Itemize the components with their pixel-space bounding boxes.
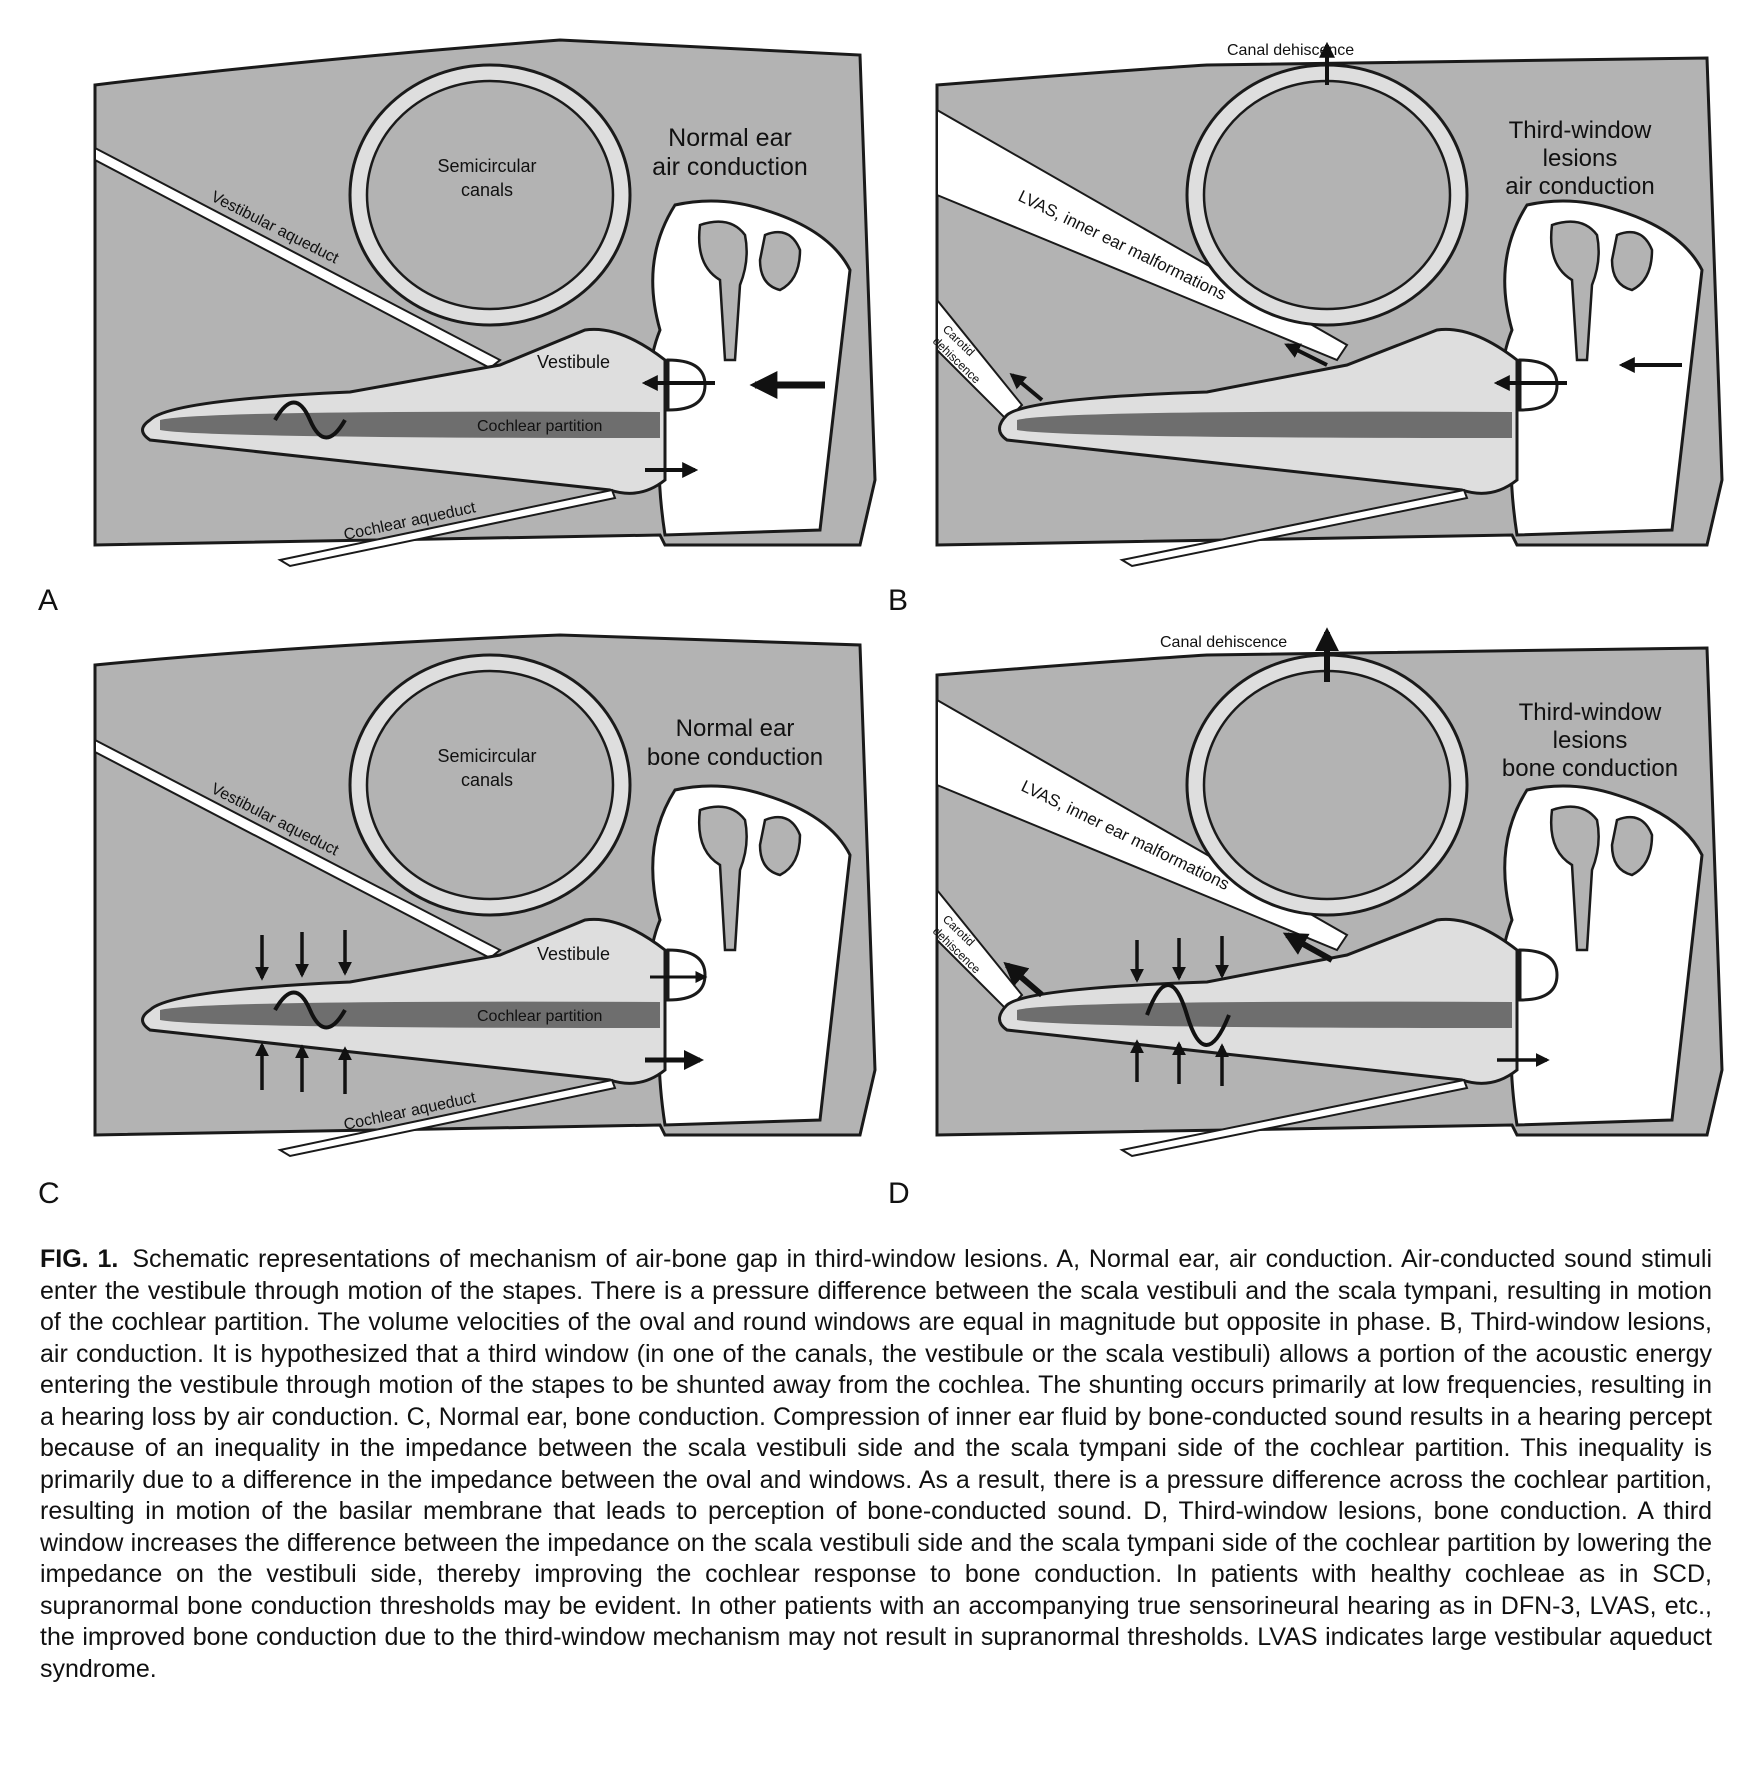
cochlear-partition <box>160 411 660 438</box>
cochlear-partition <box>160 1001 660 1028</box>
sound-wave-icon <box>273 990 347 1030</box>
ossicle-incus <box>758 230 802 292</box>
lvas-arrow-icon <box>1284 343 1328 367</box>
panel-title-line3: air conduction <box>1505 173 1654 200</box>
semicircular-label-2: canals <box>461 180 513 200</box>
ossicle-malleus <box>698 220 748 362</box>
ossicle-malleus <box>1550 220 1600 362</box>
stapes <box>666 948 707 1002</box>
canal-dehiscence-label: Canal dehiscence <box>1160 634 1287 651</box>
panel-d-diagram: Canal dehiscence Third-window lesions bo… <box>930 627 1724 1158</box>
vestibule-cochlea-fluid <box>141 327 667 495</box>
cochlear-aqueduct <box>1119 1078 1469 1158</box>
panel-title-line1: Third-window <box>1509 117 1652 144</box>
panel-c: Semicircular canals Normal ear bone cond… <box>0 620 877 1230</box>
ossicle-incus <box>1610 230 1654 292</box>
sound-wave-icon <box>1145 983 1231 1047</box>
ossicle-malleus <box>1550 805 1600 952</box>
compression-arrows-bottom <box>1130 1039 1229 1086</box>
vestibule-label: Vestibule <box>537 944 610 964</box>
figure-label: FIG. 1. <box>40 1245 119 1273</box>
panel-d: Canal dehiscence Third-window lesions bo… <box>877 620 1754 1230</box>
lvas-arrow-icon <box>1282 932 1334 963</box>
semicircular-canal-inner <box>365 669 615 901</box>
panel-b-diagram: Canal dehiscence Third-window lesions ai… <box>930 41 1724 568</box>
vestibule-cochlea-fluid <box>998 327 1519 495</box>
cochlear-partition <box>1017 1001 1512 1028</box>
panel-letter-c: C <box>38 1177 60 1210</box>
vestibule-cochlea-fluid <box>141 917 667 1085</box>
panel-title-line2: lesions <box>1553 727 1628 754</box>
panel-b: Canal dehiscence Third-window lesions ai… <box>877 0 1754 620</box>
figure-caption: FIG. 1.Schematic representations of mech… <box>40 1244 1712 1685</box>
cochlear-partition-label: Cochlear partition <box>477 1008 602 1025</box>
stapes <box>1518 948 1559 1002</box>
panel-title-line2: bone conduction <box>647 744 823 771</box>
vestibule-cochlea-fluid <box>998 917 1519 1085</box>
cochlear-partition-label: Cochlear partition <box>477 418 602 435</box>
panel-a: Semicircular canals Normal ear air condu… <box>0 0 877 620</box>
carotid-arrow-icon <box>1003 961 1044 998</box>
cochlear-aqueduct <box>277 1078 617 1158</box>
carotid-arrow-icon <box>1009 372 1044 402</box>
cochlear-partition <box>1017 411 1512 438</box>
ossicle-incus <box>758 815 802 877</box>
panel-title-line3: bone conduction <box>1502 755 1678 782</box>
semicircular-canal-inner <box>1202 79 1452 311</box>
semicircular-canal-inner <box>1202 669 1452 901</box>
caption-text: Schematic representations of mechanism o… <box>40 1245 1713 1683</box>
ossicle-malleus <box>698 805 748 952</box>
panel-letter-d: D <box>888 1177 910 1210</box>
semicircular-label: Semicircular <box>437 746 536 766</box>
panel-title-line2: lesions <box>1543 145 1618 172</box>
canal-dehiscence-label: Canal dehiscence <box>1227 42 1354 59</box>
panel-letter-a: A <box>38 584 59 617</box>
panel-c-diagram: Semicircular canals Normal ear bone cond… <box>93 633 877 1158</box>
panel-title-line1: Normal ear <box>668 124 792 152</box>
panel-title-line1: Normal ear <box>676 715 795 742</box>
semicircular-canal-inner <box>365 79 615 311</box>
compression-arrows-top <box>255 930 352 981</box>
sound-wave-icon <box>273 400 347 440</box>
semicircular-label-2: canals <box>461 770 513 790</box>
panel-a-diagram: Semicircular canals Normal ear air condu… <box>93 38 877 568</box>
compression-arrows-top <box>1130 936 1229 983</box>
semicircular-label: Semicircular <box>437 156 536 176</box>
panel-title-line2: air conduction <box>652 153 808 181</box>
cochlear-aqueduct <box>1119 488 1469 568</box>
vestibule-label: Vestibule <box>537 352 610 372</box>
panel-title-line1: Third-window <box>1519 699 1662 726</box>
compression-arrows-bottom <box>255 1042 352 1094</box>
ossicle-incus <box>1610 815 1654 877</box>
panel-letter-b: B <box>888 584 909 617</box>
cochlear-aqueduct <box>277 488 617 568</box>
